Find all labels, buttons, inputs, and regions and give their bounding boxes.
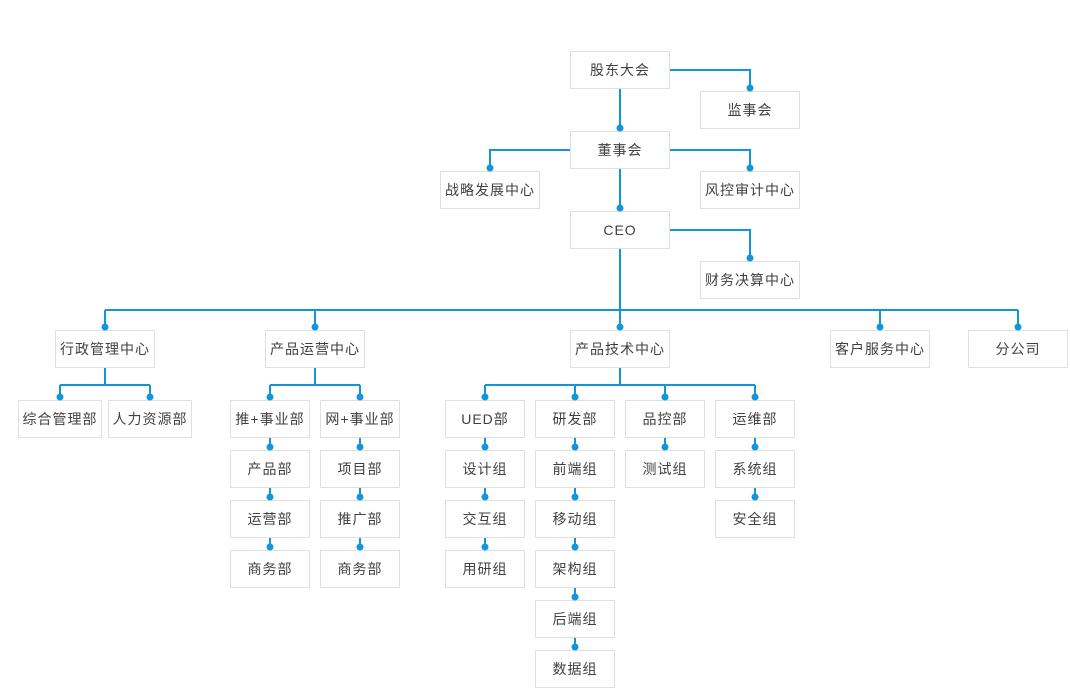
org-node-risk-audit-center: 风控审计中心 (700, 171, 800, 209)
org-node-backend-group: 后端组 (535, 600, 615, 638)
org-node-operation-dept: 运营部 (230, 500, 310, 538)
org-node-hr-dept: 人力资源部 (108, 400, 192, 438)
org-node-general-mgmt-dept: 综合管理部 (18, 400, 102, 438)
org-node-strategy-dev-center: 战略发展中心 (440, 171, 540, 209)
org-node-qc-dept: 品控部 (625, 400, 705, 438)
org-node-user-research-group: 用研组 (445, 550, 525, 588)
org-node-supervisory-board: 监事会 (700, 91, 800, 129)
org-node-ued-dept: UED部 (445, 400, 525, 438)
org-node-wang-plus-bu: 网+事业部 (320, 400, 400, 438)
org-node-product-ops-center: 产品运营中心 (265, 330, 365, 368)
org-node-product-tech-center: 产品技术中心 (570, 330, 670, 368)
org-node-business-dept-2: 商务部 (320, 550, 400, 588)
connector-line (670, 149, 751, 168)
org-node-rd-dept: 研发部 (535, 400, 615, 438)
org-node-ceo: CEO (570, 211, 670, 249)
org-node-admin-mgmt-center: 行政管理中心 (55, 330, 155, 368)
org-node-design-group: 设计组 (445, 450, 525, 488)
org-node-security-group: 安全组 (715, 500, 795, 538)
org-node-tui-plus-bu: 推+事业部 (230, 400, 310, 438)
connector-line (489, 149, 570, 168)
org-node-finance-settlement-center: 财务决算中心 (700, 261, 800, 299)
org-node-product-dept: 产品部 (230, 450, 310, 488)
org-node-board-of-directors: 董事会 (570, 131, 670, 169)
org-node-customer-service-center: 客户服务中心 (830, 330, 930, 368)
org-node-frontend-group: 前端组 (535, 450, 615, 488)
org-node-project-dept: 项目部 (320, 450, 400, 488)
org-node-shareholders-meeting: 股东大会 (570, 51, 670, 89)
org-node-system-group: 系统组 (715, 450, 795, 488)
org-node-architecture-group: 架构组 (535, 550, 615, 588)
org-node-promotion-dept: 推广部 (320, 500, 400, 538)
org-node-branch-company: 分公司 (968, 330, 1068, 368)
org-node-testing-group: 测试组 (625, 450, 705, 488)
org-node-om-dept: 运维部 (715, 400, 795, 438)
connector-line (670, 229, 751, 258)
org-node-mobile-group: 移动组 (535, 500, 615, 538)
org-node-business-dept-1: 商务部 (230, 550, 310, 588)
org-node-interaction-group: 交互组 (445, 500, 525, 538)
connector-line (670, 69, 751, 88)
org-node-data-group: 数据组 (535, 650, 615, 688)
